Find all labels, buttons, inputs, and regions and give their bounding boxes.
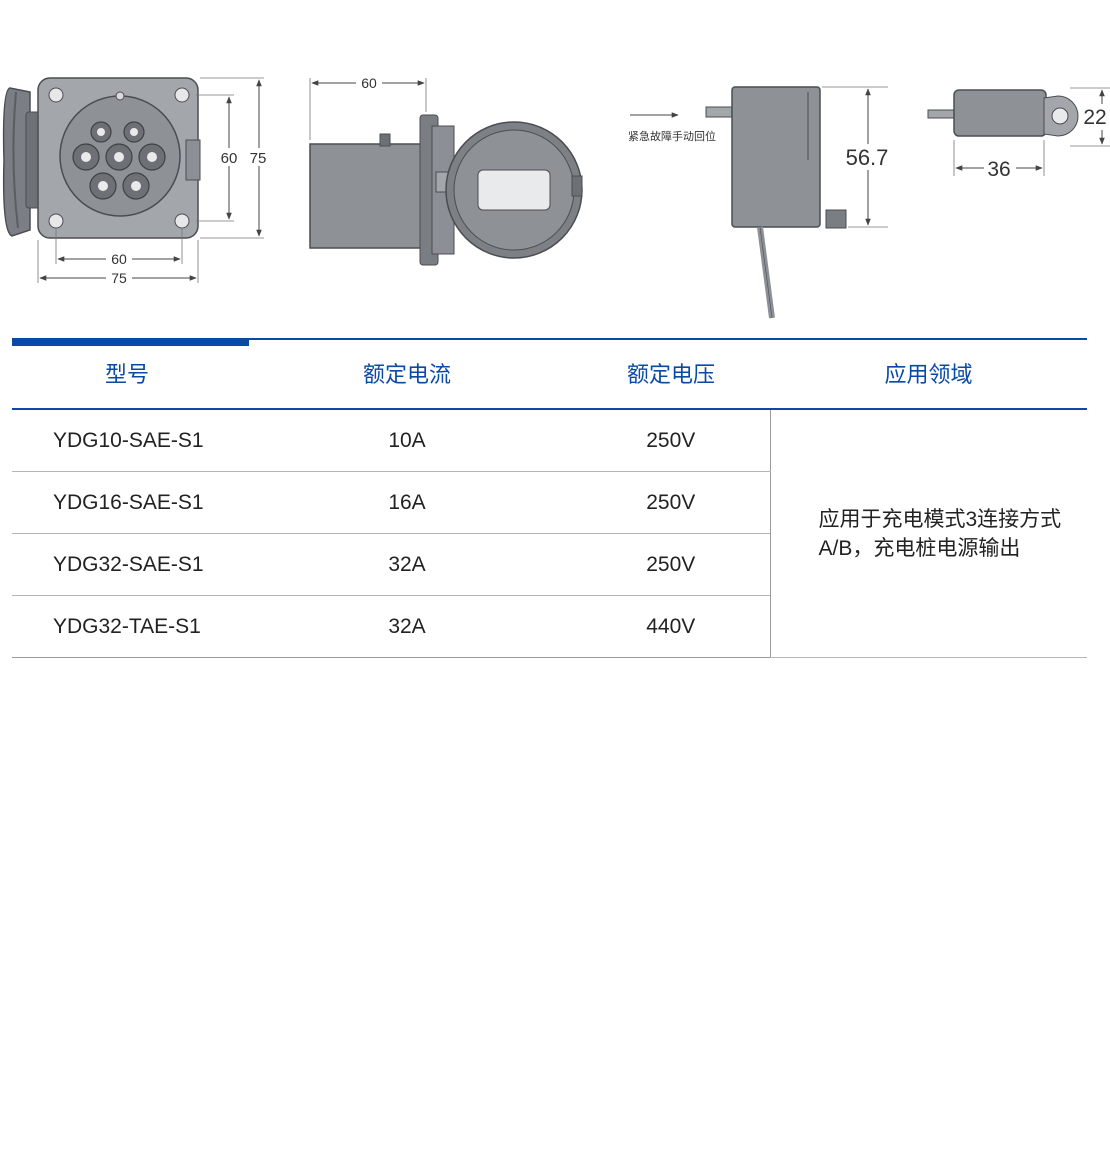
spec-table: 型号 额定电流 额定电压 应用领域 YDG10-SAE-S1 10A 250V … [12,338,1087,658]
manual-release-label: 紧急故障手动回位 [628,129,716,143]
lock-top-view-drawing: 36 22 [927,87,1110,181]
front-outer-width-label: 75 [111,270,127,286]
table-row: YDG16-SAE-S1 16A 250V [12,471,1087,534]
row-current: 32A [242,595,572,658]
row-current: 16A [242,471,572,534]
lock-height-label: 56.7 [846,145,889,170]
lock-view-drawing: 紧急故障手动回位 56.7 [628,86,889,319]
row-current: 32A [242,533,572,596]
table-row: YDG32-SAE-S1 32A 250V [12,533,1087,596]
header-model: 型号 [12,338,242,410]
side-view-drawing: 60 [309,74,583,266]
row-model: YDG32-SAE-S1 [12,533,242,596]
header-current: 额定电流 [242,338,572,410]
front-outer-height-label: 75 [250,150,267,167]
front-view-drawing: 60 75 60 75 [2,77,270,287]
row-voltage: 440V [572,595,770,658]
row-model: YDG16-SAE-S1 [12,471,242,534]
row-current: 10A [242,409,572,472]
side-depth-label: 60 [361,75,377,91]
lock-length-label: 36 [987,158,1010,181]
front-inner-width-label: 60 [111,251,127,267]
table-row: YDG32-TAE-S1 32A 440V [12,595,1087,658]
table-header-row: 型号 额定电流 额定电压 应用领域 [12,338,1087,410]
application-cell: 应用于充电模式3连接方式A/B，充电桩电源输出 [769,409,1087,658]
row-model: YDG32-TAE-S1 [12,595,242,658]
header-application: 应用领域 [770,338,1087,410]
row-model: YDG10-SAE-S1 [12,409,242,472]
row-voltage: 250V [572,409,770,472]
row-voltage: 250V [572,471,770,534]
row-voltage: 250V [572,533,770,596]
product-drawings: 60 75 60 75 60 紧急故障手动回位 [2,74,1110,319]
header-voltage: 额定电压 [572,338,770,410]
table-row: YDG10-SAE-S1 10A 250V 应用于充电模式3连接方式A/B，充电… [12,409,1087,658]
front-inner-height-label: 60 [221,150,238,167]
lock-width-label: 22 [1083,106,1106,129]
